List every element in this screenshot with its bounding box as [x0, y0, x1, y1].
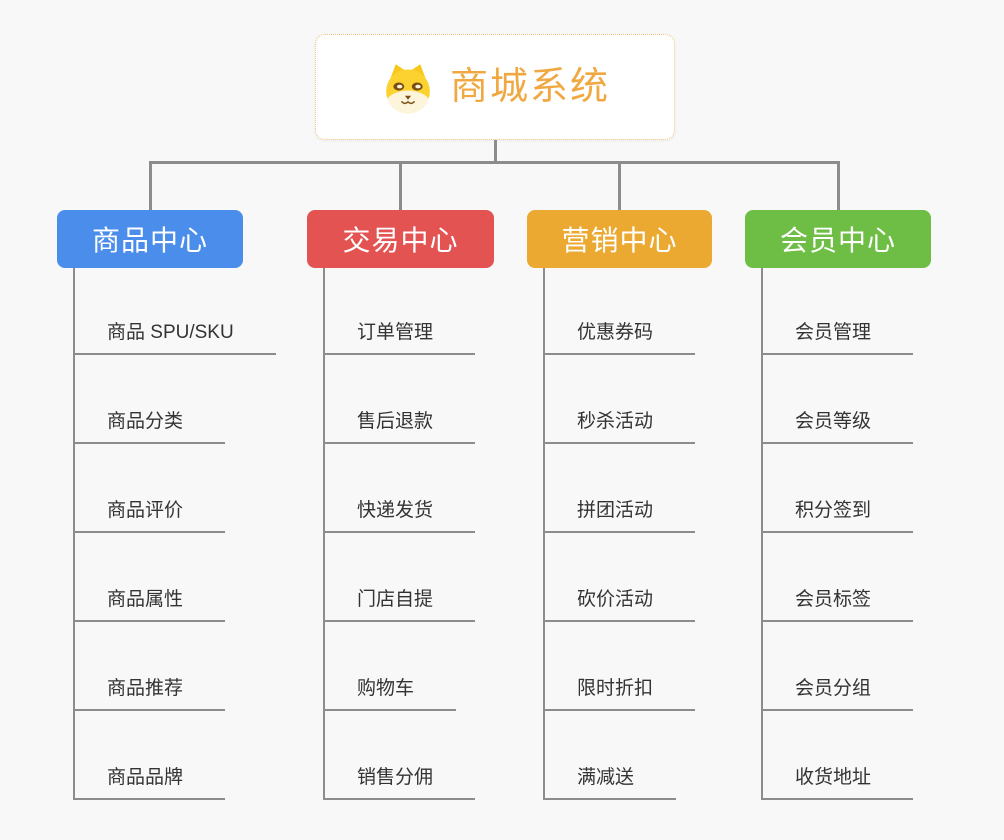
child-node-member-center-3[interactable]: 会员标签 [761, 589, 914, 622]
connector-line [73, 268, 75, 800]
child-node-marketing-center-4[interactable]: 限时折扣 [543, 678, 696, 711]
child-node-product-center-3[interactable]: 商品属性 [73, 589, 226, 622]
dog-face-icon [386, 64, 430, 114]
child-node-product-center-4[interactable]: 商品推荐 [73, 678, 226, 711]
branch-node-marketing-center[interactable]: 营销中心 [527, 210, 712, 268]
child-node-product-center-0[interactable]: 商品 SPU/SKU [73, 322, 276, 355]
connector-line [148, 161, 840, 164]
child-node-member-center-2[interactable]: 积分签到 [761, 500, 914, 533]
child-node-trade-center-0[interactable]: 订单管理 [323, 322, 476, 355]
child-node-marketing-center-1[interactable]: 秒杀活动 [543, 411, 696, 444]
root-label: 商城系统 [449, 66, 610, 108]
child-node-trade-center-4[interactable]: 购物车 [323, 678, 457, 711]
branch-node-product-center[interactable]: 商品中心 [57, 210, 243, 268]
connector-line [836, 161, 840, 210]
branch-node-member-center[interactable]: 会员中心 [745, 210, 931, 268]
child-node-member-center-1[interactable]: 会员等级 [761, 411, 914, 444]
child-node-marketing-center-5[interactable]: 满减送 [543, 767, 677, 800]
root-node[interactable]: 商城系统 [315, 34, 675, 140]
connector-line [148, 161, 152, 210]
branch-node-trade-center[interactable]: 交易中心 [307, 210, 494, 268]
child-node-member-center-0[interactable]: 会员管理 [761, 322, 914, 355]
child-node-member-center-4[interactable]: 会员分组 [761, 678, 914, 711]
child-node-member-center-5[interactable]: 收货地址 [761, 767, 914, 800]
child-node-trade-center-2[interactable]: 快递发货 [323, 500, 476, 533]
child-node-marketing-center-2[interactable]: 拼团活动 [543, 500, 696, 533]
child-node-product-center-1[interactable]: 商品分类 [73, 411, 226, 444]
connector-line [399, 161, 402, 210]
connector-line [761, 268, 763, 800]
connector-line [618, 161, 621, 210]
connector-line [543, 268, 545, 800]
child-node-trade-center-3[interactable]: 门店自提 [323, 589, 476, 622]
connector-line [323, 268, 325, 800]
child-node-product-center-5[interactable]: 商品品牌 [73, 767, 226, 800]
connector-line [493, 140, 497, 164]
child-node-product-center-2[interactable]: 商品评价 [73, 500, 226, 533]
child-node-marketing-center-3[interactable]: 砍价活动 [543, 589, 696, 622]
child-node-marketing-center-0[interactable]: 优惠券码 [543, 322, 696, 355]
child-node-trade-center-1[interactable]: 售后退款 [323, 411, 476, 444]
child-node-trade-center-5[interactable]: 销售分佣 [323, 767, 476, 800]
